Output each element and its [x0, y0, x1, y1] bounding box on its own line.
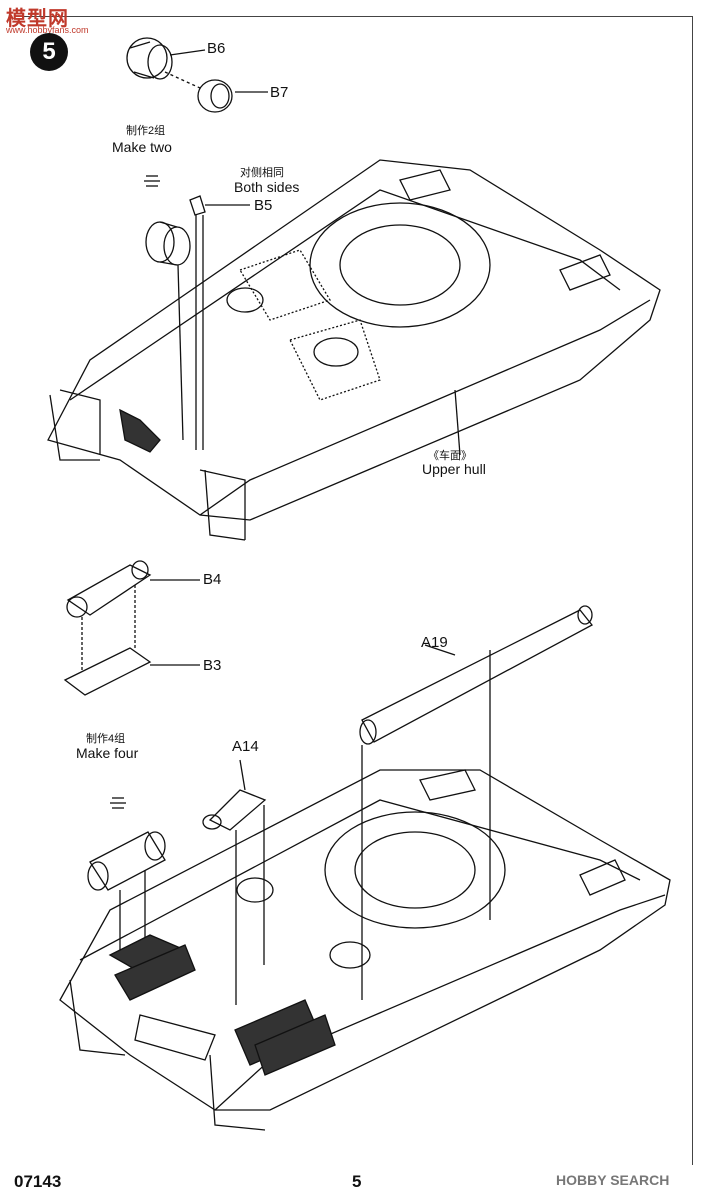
part-label-b4: B4 [203, 571, 222, 588]
make-four-label: Make four [76, 745, 139, 761]
part-label-b6: B6 [207, 40, 226, 57]
upper-hull-zh: 《车面》 [428, 450, 472, 462]
make-four-zh: 制作4组 [86, 733, 126, 745]
make-two-label: Make two [112, 139, 172, 155]
part-b4-cover [66, 560, 200, 672]
part-b5-bracket [189, 195, 250, 450]
make-two-zh: 制作2组 [126, 125, 166, 137]
site-logo: 模型网 www.hobbyfans.com [0, 0, 89, 40]
product-code: 07143 [14, 1172, 62, 1191]
part-label-b3: B3 [203, 657, 222, 674]
upper-hull-bottom [59, 769, 671, 1131]
step-number-badge: 5 [30, 33, 68, 71]
part-label-b5: B5 [254, 197, 273, 214]
part-a14-bracket [202, 759, 267, 1005]
page-number: 5 [352, 1172, 362, 1191]
upper-hull-label: Upper hull [422, 461, 486, 477]
site-logo-url: www.hobbyfans.com [6, 25, 89, 35]
both-sides-label: Both sides [234, 179, 300, 195]
part-drum-loose [145, 221, 191, 441]
page-frame [16, 16, 693, 1165]
part-b3-base [63, 647, 200, 696]
part-a19-barrel [359, 605, 593, 1000]
part-b7-drum [164, 71, 268, 113]
cement-icon-2 [110, 797, 126, 809]
part-label-b7: B7 [270, 84, 289, 101]
upper-hull-top [47, 159, 661, 541]
part-fuel-drum-assembly [87, 831, 166, 950]
part-label-a19: A19 [421, 634, 448, 651]
part-b6-drum [126, 37, 206, 80]
site-logo-text: 模型网 [6, 8, 69, 30]
both-sides-zh: 对侧相同 [240, 167, 284, 179]
cement-icon [144, 175, 160, 187]
part-label-a14: A14 [232, 738, 259, 755]
watermark-hobby-search: HOBBY SEARCH [556, 1172, 670, 1188]
